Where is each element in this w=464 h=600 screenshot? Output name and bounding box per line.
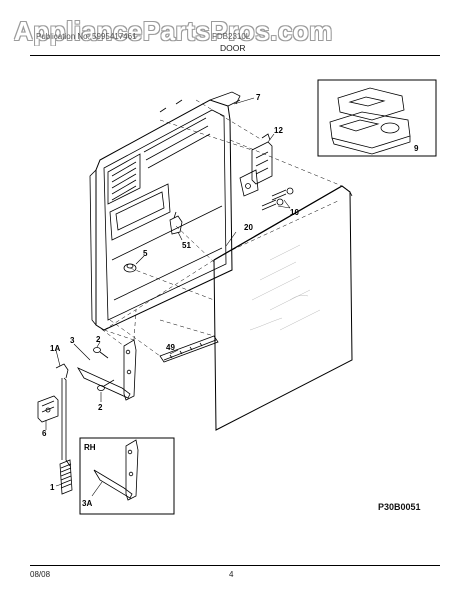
publication-number: Publication No: 5995417461 — [36, 32, 137, 41]
callout-5: 5 — [143, 249, 148, 258]
callout-rh: RH — [84, 443, 96, 452]
footer-date: 08/08 — [30, 570, 51, 579]
callout-2-lower: 2 — [98, 403, 103, 412]
hinge-bracket — [239, 133, 273, 197]
screws-10 — [261, 187, 294, 211]
rh-hinge-inset — [79, 437, 175, 515]
dispenser-inset — [317, 79, 437, 157]
callout-7: 7 — [256, 93, 261, 102]
callout-20: 20 — [244, 223, 253, 232]
leader-lines — [45, 97, 291, 497]
assembly-lines — [95, 99, 343, 357]
model-number: FDB2310L — [212, 32, 251, 41]
outer-door-panel — [213, 185, 353, 431]
callout-2-upper: 2 — [96, 335, 101, 344]
callout-1: 1 — [50, 483, 55, 492]
callout-49: 49 — [166, 343, 175, 352]
callout-6: 6 — [42, 429, 47, 438]
callout-12: 12 — [274, 126, 283, 135]
screws-2 — [93, 347, 115, 391]
callout-9: 9 — [414, 144, 419, 153]
hinge-left — [76, 339, 137, 401]
callout-3a: 3A — [82, 499, 92, 508]
footer-rule — [30, 565, 440, 566]
inner-door-liner — [89, 91, 241, 331]
callout-10: 10 — [290, 208, 299, 217]
clip-51 — [169, 211, 183, 235]
header-rule — [30, 55, 440, 56]
footer-page-number: 4 — [229, 570, 234, 579]
cable-anchor-6 — [37, 395, 59, 423]
callout-3: 3 — [70, 336, 75, 345]
callout-51: 51 — [182, 241, 191, 250]
diagram-code: P30B0051 — [378, 502, 421, 512]
spring-1 — [59, 459, 73, 495]
section-title: DOOR — [220, 43, 246, 53]
callout-1a: 1A — [50, 344, 60, 353]
watermark: AppliancePartsPros.com — [14, 16, 333, 46]
seal-strip-49 — [159, 335, 219, 363]
